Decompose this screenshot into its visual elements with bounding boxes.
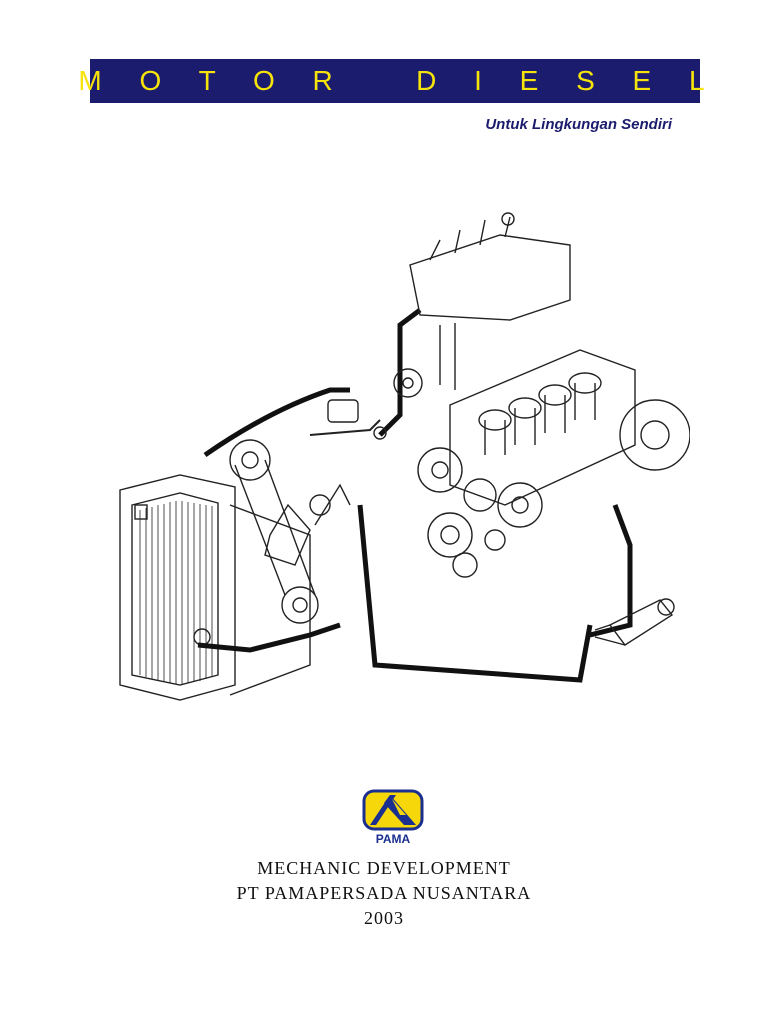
- footer-year: 2003: [364, 908, 404, 928]
- svg-text:PAMA: PAMA: [376, 832, 411, 846]
- title-bar: M O T O R D I E S E L: [78, 59, 705, 103]
- document-title: M O T O R D I E S E L: [78, 65, 720, 96]
- engine-illustration: [119, 212, 690, 701]
- fan-belt-drawing: [229, 439, 351, 624]
- footer-line-2: PT PAMAPERSADA NUSANTARA: [236, 883, 532, 903]
- footer: MECHANIC DEVELOPMENT PT PAMAPERSADA NUSA…: [0, 856, 768, 931]
- footer-line-1: MECHANIC DEVELOPMENT: [257, 858, 511, 878]
- radiator-drawing: [119, 474, 311, 701]
- cylinder-head-drawing: [393, 212, 571, 398]
- starter-drawing: [594, 598, 675, 646]
- engine-block-drawing: [417, 349, 690, 578]
- document-subtitle: Untuk Lingkungan Sendiri: [485, 116, 672, 133]
- pama-logo: PAMA: [362, 789, 424, 846]
